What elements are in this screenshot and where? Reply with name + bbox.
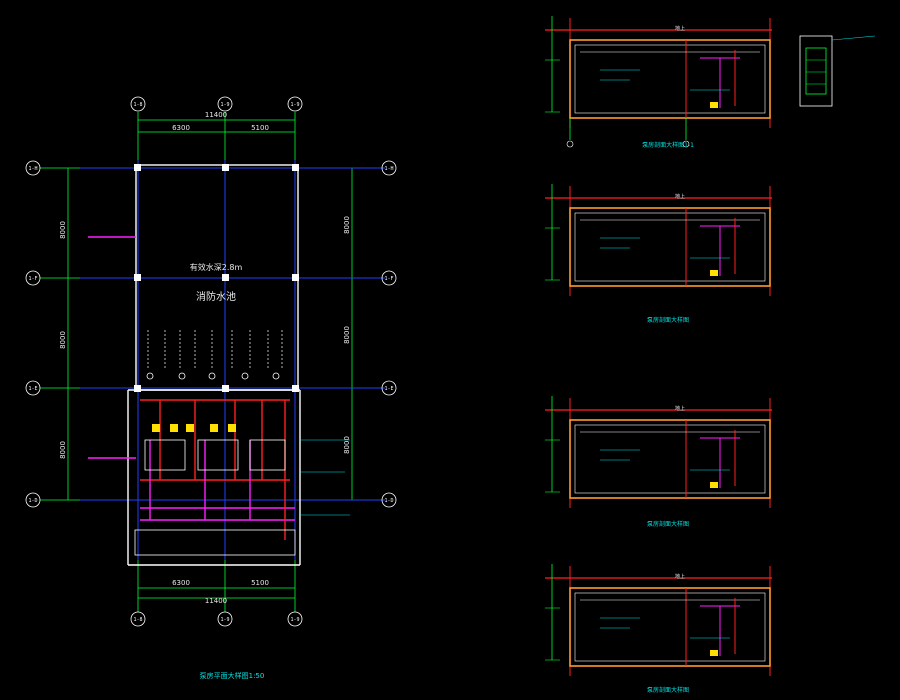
pump-room-plan: 1-8 1-9 1-9 1-8 1-9 1-9 1-H 1-F 1-E 1-D xyxy=(25,96,397,680)
section-axis-bubble xyxy=(566,140,574,148)
section-tank-inner xyxy=(574,424,766,494)
left-axis-label: 1-F xyxy=(28,276,37,282)
right-axis-label: 1-H xyxy=(384,166,393,172)
section-pump xyxy=(710,650,718,656)
right-axis-label: 1-F xyxy=(384,276,393,282)
section-pump xyxy=(710,482,718,488)
section-axis-bubble xyxy=(682,140,690,148)
tank-water-depth: 有效水深2.8m xyxy=(190,262,243,272)
left-dimension: 8000 xyxy=(59,221,67,239)
right-dimension: 8000 xyxy=(343,216,351,234)
top-dimension: 6300 xyxy=(172,124,190,132)
top-total-dimension: 11400 xyxy=(205,111,227,119)
bottom-total-dimension: 11400 xyxy=(205,597,227,605)
bottom-axis-label: 1-9 xyxy=(290,617,299,623)
bottom-dimension: 6300 xyxy=(172,579,190,587)
plan-annotations xyxy=(300,439,350,516)
section-tank-wall xyxy=(569,207,771,287)
left-axis-label: 1-D xyxy=(28,498,37,504)
top-axis-bubbles: 1-8 1-9 1-9 xyxy=(130,96,303,112)
section-title: 泵房剖面大样图 xyxy=(647,316,689,324)
top-axis-label: 1-9 xyxy=(220,102,229,108)
structure-grid xyxy=(80,160,385,560)
left-axis-bubbles: 1-H 1-F 1-E 1-D xyxy=(25,160,41,508)
section-tank-wall xyxy=(569,419,771,499)
section-tank-inner xyxy=(574,44,766,114)
bottom-axis-label: 1-9 xyxy=(220,617,229,623)
right-dimension: 8000 xyxy=(343,326,351,344)
top-axis-label: 1-9 xyxy=(290,102,299,108)
section-tank-inner xyxy=(574,592,766,662)
section-level: 地上 xyxy=(675,193,685,200)
right-axis-label: 1-D xyxy=(384,498,393,504)
top-axis-label: 1-8 xyxy=(133,102,142,108)
gauges xyxy=(146,372,280,380)
plan-title: 泵房平面大样图1:50 xyxy=(200,671,265,680)
section-tank-wall xyxy=(569,587,771,667)
left-axis-label: 1-E xyxy=(28,386,37,392)
section-tank-wall xyxy=(569,39,771,119)
detail-elevation xyxy=(799,35,876,107)
left-dimension: 8000 xyxy=(59,331,67,349)
right-axis-bubbles: 1-H 1-F 1-E 1-D xyxy=(381,160,397,508)
section-title: 泵房剖面大样图1-1 xyxy=(642,141,694,149)
section-pump xyxy=(710,102,718,108)
section-level: 地上 xyxy=(675,25,685,32)
left-dimension: 8000 xyxy=(59,441,67,459)
left-axis-label: 1-H xyxy=(28,166,37,172)
section-level: 地上 xyxy=(675,405,685,412)
section-pump xyxy=(710,270,718,276)
tank-name: 消防水池 xyxy=(196,290,236,303)
bottom-axis-bubbles: 1-8 1-9 1-9 xyxy=(130,611,303,627)
section-views xyxy=(545,16,772,676)
right-axis-label: 1-E xyxy=(384,386,393,392)
bottom-dimension: 5100 xyxy=(251,579,269,587)
pump-room-partitions xyxy=(134,439,296,556)
section-titles: 泵房剖面大样图1-1 泵房剖面大样图 泵房剖面大样图 泵房剖面大样图 地上 地上… xyxy=(642,25,694,694)
section-tank-inner xyxy=(574,212,766,282)
section-title: 泵房剖面大样图 xyxy=(647,520,689,528)
right-dimension: 8000 xyxy=(343,436,351,454)
bottom-axis-label: 1-8 xyxy=(133,617,142,623)
top-dimension: 5100 xyxy=(251,124,269,132)
column-markers xyxy=(134,164,299,392)
pump-units xyxy=(152,424,236,432)
section-level: 地上 xyxy=(675,573,685,580)
section-title: 泵房剖面大样图 xyxy=(647,686,689,694)
